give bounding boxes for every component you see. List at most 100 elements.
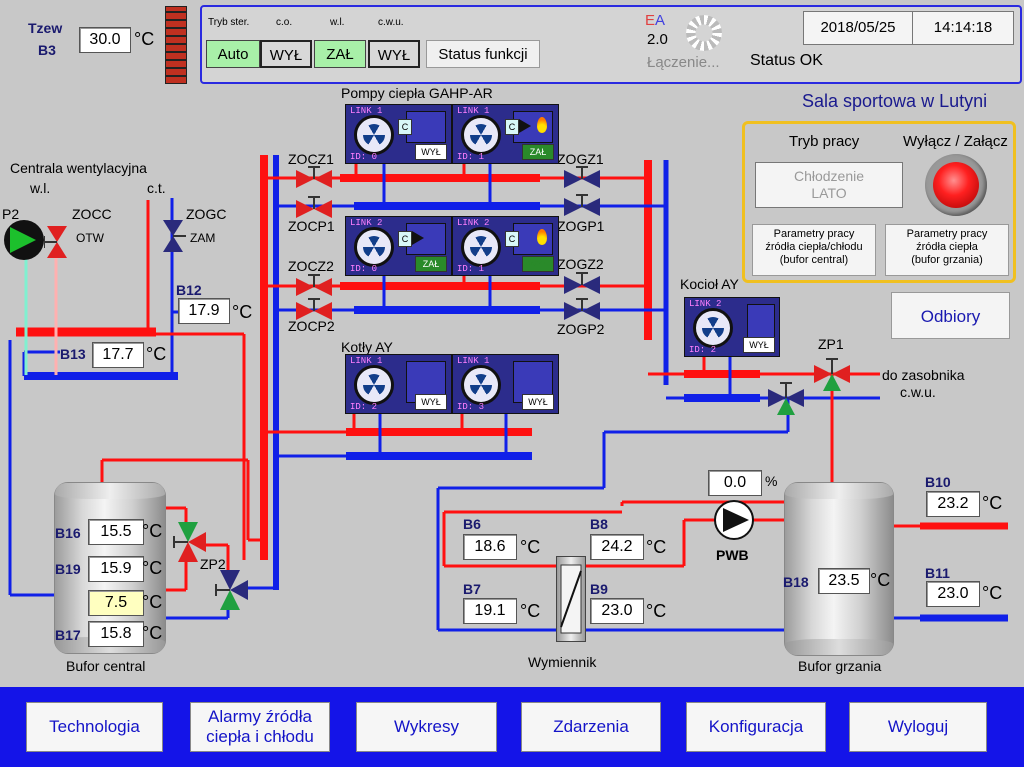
b6-value: 18.6 [463, 534, 517, 560]
hp1-id: ID: 0 [350, 152, 378, 162]
zocz2-valve-icon[interactable] [294, 274, 334, 300]
zogc-valve-icon[interactable] [160, 218, 186, 254]
ea-e: E [645, 12, 656, 29]
param-grzania-button[interactable]: Parametry pracy źródła ciepła (bufor grz… [885, 224, 1009, 276]
zam-label: ZAM [190, 231, 216, 245]
hp1-link: LINK 1 [350, 106, 383, 116]
site-title: Sala sportowa w Lutyni [802, 91, 988, 111]
k1-state: WYŁ [415, 394, 447, 410]
zogz1-label: ZOGZ1 [557, 151, 604, 167]
boiler-1[interactable]: LINK 1 ID: 2 WYŁ [345, 354, 452, 414]
hp4-state: WYŁ [522, 256, 554, 272]
bottom-nav-bar: Technologia Alarmy źródła ciepła i chłod… [0, 687, 1024, 767]
k3-state: WYŁ [743, 337, 775, 353]
wl-label: w.l. [30, 180, 51, 196]
hp4-c-badge: C [505, 231, 519, 247]
mode-value-display[interactable]: Chłodzenie LATO [755, 162, 903, 208]
zp2-blue-valve-icon[interactable] [214, 568, 250, 612]
ct-label: c.t. [147, 180, 166, 196]
fan-icon [461, 365, 501, 405]
zp1-valve-icon[interactable] [812, 356, 852, 392]
hp3-state: ZAŁ [415, 256, 447, 272]
zocz1-valve-icon[interactable] [294, 166, 334, 192]
boiler-3[interactable]: LINK 2 ID: 2 WYŁ [684, 297, 780, 357]
nav-konfiguracja-button[interactable]: Konfiguracja [686, 702, 826, 752]
zogz2-valve-icon[interactable] [562, 272, 602, 298]
buffer-mid-value: 7.5 [88, 590, 144, 616]
nav-wykresy-button[interactable]: Wykresy [356, 702, 497, 752]
zogp2-valve-icon[interactable] [562, 298, 602, 324]
wl-toggle-button[interactable]: ZAŁ [314, 40, 366, 68]
b19-label: B19 [55, 561, 81, 577]
zocc-valve-icon[interactable] [44, 224, 70, 260]
k2-id: ID: 3 [457, 402, 485, 412]
hp4-panel [513, 223, 553, 255]
b10-value: 23.2 [926, 491, 980, 517]
pwb-pump-icon[interactable] [714, 500, 754, 540]
pump-p2-icon[interactable] [4, 220, 44, 260]
version-label: 2.0 [647, 31, 668, 48]
mode-caption-cwu: c.w.u. [378, 17, 404, 28]
zogp1-valve-icon[interactable] [562, 194, 602, 220]
k3-id: ID: 2 [689, 345, 717, 355]
fan-icon [461, 227, 501, 267]
onoff-button[interactable] [925, 154, 987, 216]
heat-pump-3[interactable]: LINK 2 C ID: 0 ZAŁ [345, 216, 452, 276]
b10-label: B10 [925, 474, 951, 490]
odbiory-button[interactable]: Odbiory [891, 292, 1010, 339]
heat-pump-2[interactable]: LINK 1 C ID: 1 ZAŁ [452, 104, 559, 164]
zp2-red-valve-icon[interactable] [172, 520, 208, 564]
play-icon [519, 119, 531, 133]
p2-label: P2 [2, 206, 20, 222]
do-zasobnika-label-2: c.w.u. [900, 384, 936, 400]
mode-caption-co: c.o. [276, 17, 293, 28]
mode-value-line2: LATO [811, 185, 847, 201]
hp4-id: ID: 1 [457, 264, 485, 274]
pompy-label: Pompy ciepła GAHP-AR [341, 85, 493, 101]
zocp2-valve-icon[interactable] [294, 298, 334, 324]
heat-pump-4[interactable]: LINK 2 C ID: 1 WYŁ [452, 216, 559, 276]
tryb-pracy-label: Tryb pracy [789, 133, 860, 150]
fan-icon [693, 308, 733, 348]
hp1-panel [406, 111, 446, 143]
kotly-label: Kotły AY [341, 339, 393, 355]
time-display: 14:14:18 [912, 11, 1014, 45]
co-toggle-button[interactable]: WYŁ [260, 40, 312, 68]
nav-wyloguj-button[interactable]: Wyloguj [849, 702, 987, 752]
fan-icon [354, 227, 394, 267]
pwb-label: PWB [716, 547, 749, 563]
date-display: 2018/05/25 [803, 11, 913, 45]
cwu-toggle-button[interactable]: WYŁ [368, 40, 420, 68]
status-funkcji-button[interactable]: Status funkcji [426, 40, 540, 68]
hp3-link: LINK 2 [350, 218, 383, 228]
b17-value: 15.8 [88, 621, 144, 647]
b8-value: 24.2 [590, 534, 644, 560]
b17-label: B17 [55, 627, 81, 643]
b7-value: 19.1 [463, 598, 517, 624]
nav-alarmy-button[interactable]: Alarmy źródła ciepła i chłodu [190, 702, 330, 752]
b7-label: B7 [463, 581, 481, 597]
red-lamp-icon [933, 162, 979, 208]
bufor-central-label: Bufor central [66, 658, 146, 674]
wymiennik-label: Wymiennik [528, 654, 597, 670]
otw-label: OTW [76, 231, 104, 245]
nav-zdarzenia-button[interactable]: Zdarzenia [521, 702, 661, 752]
mode-control-panel: Tryb pracy Wyłącz / Załącz Chłodzenie LA… [742, 121, 1016, 283]
param-central-button[interactable]: Parametry pracy źródła ciepła/chłodu (bu… [752, 224, 876, 276]
b13-unit: °C [146, 344, 167, 364]
tzew-value: 30.0 [79, 27, 131, 53]
nav-technologia-button[interactable]: Technologia [26, 702, 163, 752]
boiler-2[interactable]: LINK 1 ID: 3 WYŁ [452, 354, 559, 414]
zogz2-label: ZOGZ2 [557, 256, 604, 272]
b17-unit: °C [142, 623, 163, 643]
fan-icon [354, 115, 394, 155]
nav-alarmy-line2: ciepła i chłodu [206, 727, 314, 746]
zp1-return-valve-icon[interactable] [766, 382, 806, 418]
heat-pump-1[interactable]: LINK 1 C ID: 0 WYŁ [345, 104, 452, 164]
kociol-label: Kocioł AY [680, 276, 739, 292]
mode-auto-button[interactable]: Auto [206, 40, 260, 68]
nav-alarmy-line1: Alarmy źródła [208, 707, 312, 726]
hp3-c-badge: C [398, 231, 412, 247]
zogz1-valve-icon[interactable] [562, 166, 602, 192]
zocp1-valve-icon[interactable] [294, 196, 334, 222]
